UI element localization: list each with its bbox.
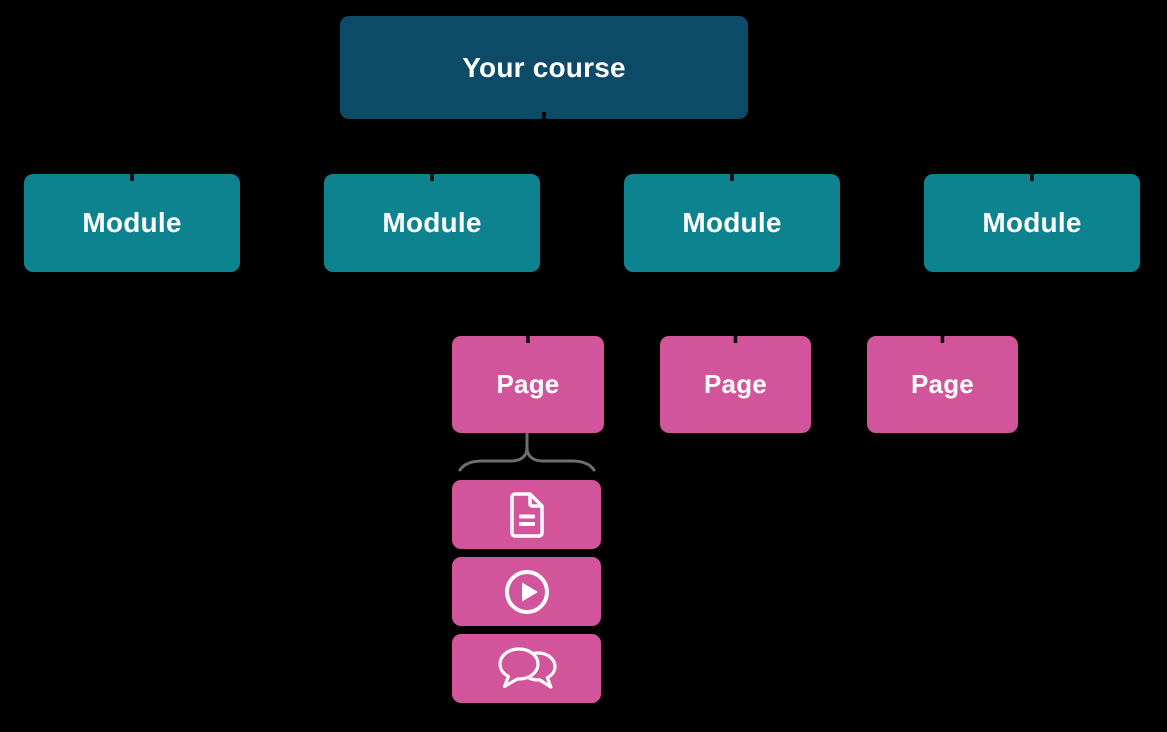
course-node: Your course bbox=[340, 16, 748, 119]
course-label: Your course bbox=[462, 51, 626, 83]
content-item-media bbox=[452, 557, 601, 626]
content-item-discussion bbox=[452, 634, 601, 703]
module-node-3: Module bbox=[624, 174, 840, 272]
chat-icon bbox=[497, 646, 557, 689]
brace-connector bbox=[458, 432, 596, 472]
page-label: Page bbox=[911, 369, 974, 399]
page-label: Page bbox=[496, 369, 560, 399]
play-icon bbox=[504, 569, 549, 614]
page-label: Page bbox=[704, 369, 767, 399]
module-node-4: Module bbox=[924, 174, 1140, 272]
page-node-1: Page bbox=[452, 336, 604, 433]
module-node-2: Module bbox=[324, 174, 540, 272]
module-label: Module bbox=[982, 207, 1082, 238]
page-node-2: Page bbox=[660, 336, 811, 433]
module-label: Module bbox=[682, 207, 782, 238]
content-item-document bbox=[452, 480, 601, 549]
module-node-1: Module bbox=[24, 174, 240, 272]
document-icon bbox=[509, 491, 544, 538]
module-label: Module bbox=[82, 207, 182, 238]
page-node-3: Page bbox=[867, 336, 1018, 433]
connector-notches bbox=[130, 112, 1034, 343]
module-label: Module bbox=[382, 207, 482, 238]
